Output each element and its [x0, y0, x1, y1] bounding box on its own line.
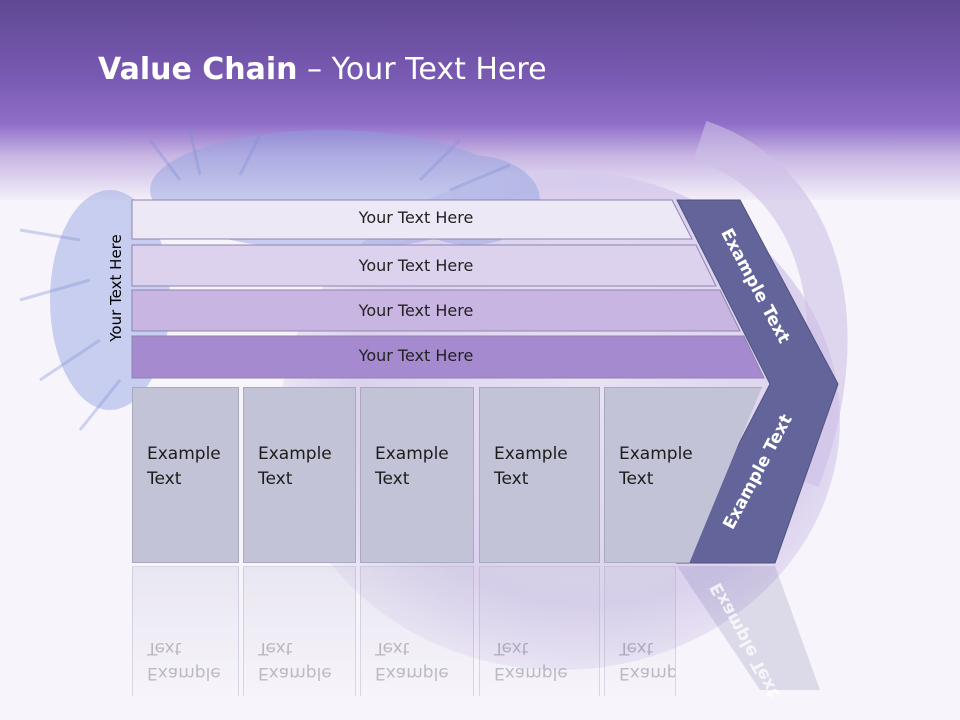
box-1-line1: Example — [147, 444, 221, 464]
bar-2-label: Your Text Here — [358, 256, 474, 275]
bar-1-label: Your Text Here — [358, 208, 474, 227]
activity-box-1: Example Text — [132, 387, 239, 563]
page-title: Value Chain – Your Text Here — [98, 52, 547, 87]
box-5-line1: Example — [619, 444, 693, 464]
header-band — [0, 0, 960, 200]
box-2-line1: Example — [258, 444, 332, 464]
box-5-line2: Text — [619, 469, 654, 489]
bar-2 — [131, 244, 717, 287]
box-4-line2: Text — [494, 469, 529, 489]
title-bold: Value Chain — [98, 52, 298, 87]
bar-4-label: Your Text Here — [358, 346, 474, 365]
chevron-arrow — [676, 199, 839, 564]
box-3-line1: Example — [375, 444, 449, 464]
box-4-line1: Example — [494, 444, 568, 464]
activity-box-2: Example Text — [243, 387, 356, 563]
box-2-line2: Text — [258, 469, 293, 489]
title-rest: – Your Text Here — [297, 52, 547, 87]
bar-4 — [131, 335, 765, 379]
box-3-line2: Text — [375, 469, 410, 489]
box-1-line2: Text — [147, 469, 182, 489]
activity-box-3: Example Text — [360, 387, 474, 563]
bar-3 — [131, 289, 741, 332]
bar-1 — [131, 199, 693, 240]
activity-box-4: Example Text — [479, 387, 600, 563]
chevron-reflection — [677, 566, 820, 690]
bar-3-label: Your Text Here — [358, 301, 474, 320]
